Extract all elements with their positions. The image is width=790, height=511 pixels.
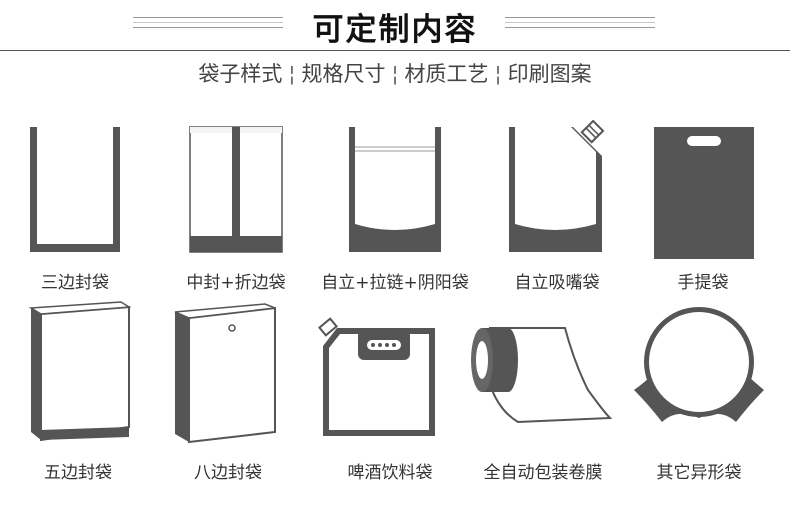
- bag-type-card[interactable]: 中封+折边袋: [161, 120, 311, 293]
- separator: ¦: [391, 62, 399, 86]
- spout-pouch-icon: [509, 120, 605, 252]
- bag-type-card[interactable]: 全自动包装卷膜: [468, 300, 618, 483]
- bag-type-label: 手提袋: [677, 273, 729, 293]
- bag-type-card[interactable]: 八边封袋: [153, 300, 303, 483]
- bag-type-card[interactable]: 自立吸嘴袋: [482, 120, 632, 293]
- three-side-seal-bag-icon: [30, 127, 120, 252]
- bag-type-label: 八边封袋: [194, 463, 262, 483]
- subtitle-item: 规格尺寸: [301, 62, 386, 86]
- stand-up-zipper-bag-icon: [349, 127, 441, 252]
- center-seal-gusset-bag-icon: [189, 126, 283, 253]
- bag-type-label: 自立吸嘴袋: [514, 273, 600, 293]
- shaped-bag-icon: [634, 307, 764, 422]
- bag-type-label: 啤酒饮料袋: [347, 463, 433, 483]
- bag-type-label: 中封+折边袋: [186, 273, 286, 293]
- bag-type-label: 五边封袋: [44, 463, 112, 483]
- bag-type-label: 三边封袋: [41, 273, 109, 293]
- bag-type-label: 其它异形袋: [656, 463, 742, 483]
- separator: ¦: [494, 62, 502, 86]
- subtitle: 袋子样式¦规格尺寸¦材质工艺¦印刷图案: [0, 58, 790, 88]
- beverage-bag-icon: [318, 317, 435, 436]
- bag-type-label: 全自动包装卷膜: [483, 463, 603, 483]
- five-side-seal-bag-icon: [28, 301, 132, 442]
- packaging-film-roll-icon: [471, 327, 613, 424]
- header: 可定制内容: [0, 0, 790, 50]
- bag-type-card[interactable]: 啤酒饮料袋: [315, 300, 465, 483]
- bag-type-label: 自立+拉链+阴阳袋: [321, 273, 469, 293]
- separator: ¦: [288, 62, 296, 86]
- handle-bag-icon: [654, 127, 754, 259]
- title-line-right: [505, 17, 655, 29]
- subtitle-item: 袋子样式: [198, 62, 283, 86]
- eight-side-seal-bag-icon: [174, 303, 276, 444]
- header-divider: [0, 50, 790, 51]
- bag-type-card[interactable]: 自立+拉链+阴阳袋: [320, 120, 470, 293]
- subtitle-item: 印刷图案: [507, 62, 592, 86]
- bag-type-card[interactable]: 其它异形袋: [624, 300, 774, 483]
- title-line-left: [133, 17, 283, 29]
- bag-type-card[interactable]: 手提袋: [628, 120, 778, 293]
- page-title: 可定制内容: [312, 12, 478, 48]
- bag-type-card[interactable]: 五边封袋: [3, 300, 153, 483]
- bag-type-card[interactable]: 三边封袋: [0, 120, 150, 293]
- subtitle-item: 材质工艺: [404, 62, 489, 86]
